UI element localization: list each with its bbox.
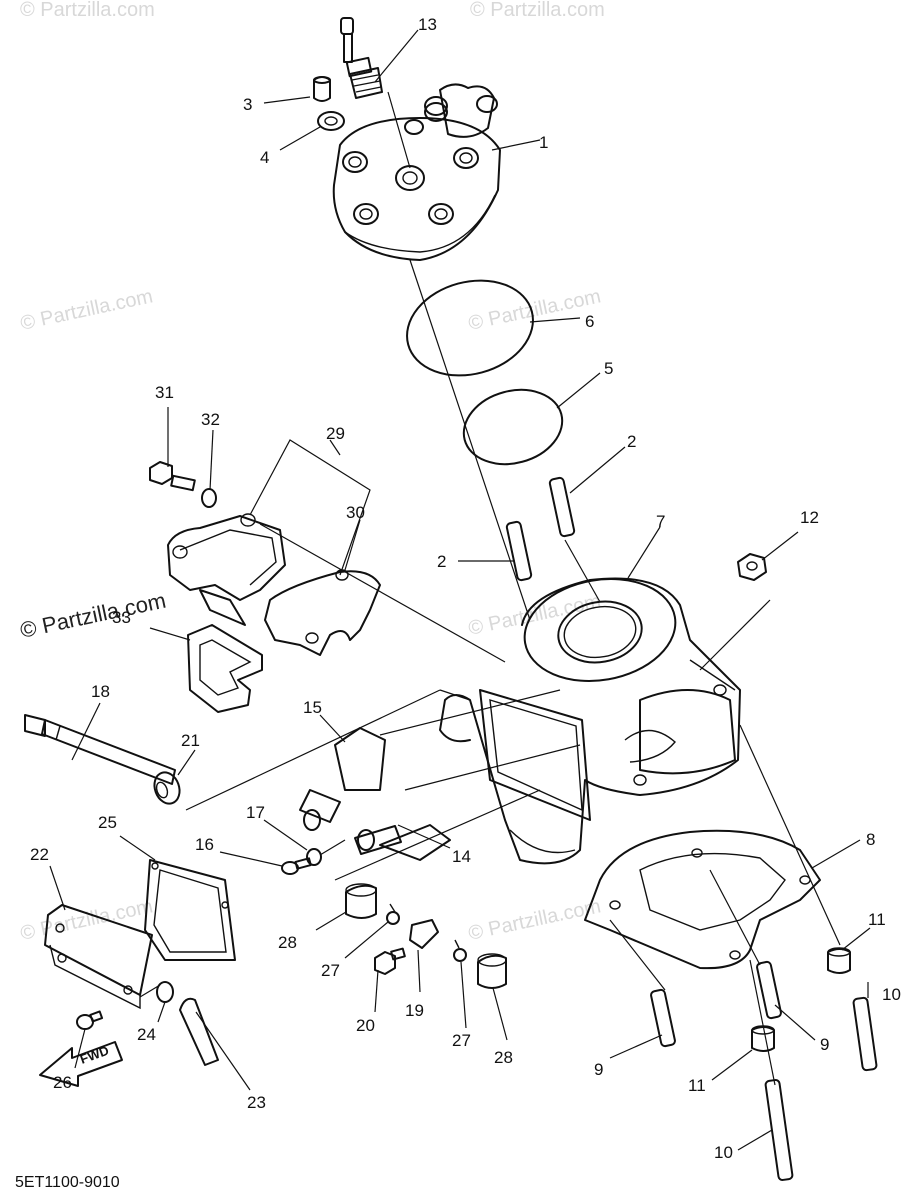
flange-bolt — [374, 947, 406, 975]
callout-14: 14 — [452, 847, 471, 866]
collar — [345, 883, 377, 919]
hose — [179, 997, 219, 1066]
callout-27: 27 — [452, 1031, 471, 1050]
leader-lines — [49, 29, 871, 1151]
callout-9: 9 — [594, 1060, 603, 1079]
exhaust-valve — [299, 727, 386, 831]
cylinder — [439, 577, 741, 865]
callout-15: 15 — [303, 698, 322, 717]
flange-bolt — [149, 461, 196, 492]
exhaust-cover — [167, 513, 286, 626]
exhaust-valve — [354, 824, 451, 861]
washer — [201, 488, 217, 508]
callout-12: 12 — [800, 508, 819, 527]
stud-bolt — [756, 960, 782, 1020]
callout-11: 11 — [688, 1076, 706, 1095]
callout-10: 10 — [714, 1143, 733, 1162]
watermark-text: © Partzilla.com — [466, 590, 602, 640]
screw — [281, 857, 312, 875]
nut — [827, 947, 851, 974]
callout-25: 25 — [98, 813, 117, 832]
callout-28: 28 — [278, 933, 297, 952]
head-o-ring — [406, 279, 534, 377]
callout-23: 23 — [247, 1093, 266, 1112]
stud-bolt — [650, 988, 676, 1048]
callout-26: 26 — [53, 1073, 72, 1092]
callout-28: 28 — [494, 1048, 513, 1067]
watermark-text: © Partzilla.com — [20, 0, 155, 21]
callout-7: 7 — [656, 512, 665, 531]
callout-33: 33 — [112, 608, 131, 627]
base-gasket — [584, 829, 821, 970]
watermark-text: © Partzilla.com — [470, 0, 605, 21]
callout-11: 11 — [868, 910, 886, 929]
callout-3: 3 — [243, 95, 252, 114]
callout-32: 32 — [201, 410, 220, 429]
callout-labels: 1 2 2 3 4 5 6 7 8 9 9 10 10 11 11 12 13 … — [30, 15, 901, 1162]
callout-27: 27 — [321, 961, 340, 980]
seal-bracket — [187, 624, 263, 713]
exhaust-gasket — [264, 569, 381, 656]
stud-bolt — [852, 996, 878, 1072]
valve-cover — [44, 904, 153, 1010]
callout-29: 29 — [326, 424, 345, 443]
callout-6: 6 — [585, 312, 594, 331]
collar — [477, 953, 507, 989]
washer — [317, 111, 345, 131]
bolt-cap — [313, 76, 331, 102]
watermark-text: © Partzilla.com — [466, 895, 602, 945]
callout-1: 1 — [539, 133, 548, 152]
callout-9: 9 — [820, 1035, 829, 1054]
callout-30: 30 — [346, 503, 365, 522]
callout-18: 18 — [91, 682, 110, 701]
diagram-code: 5ET1100-9010 — [15, 1174, 120, 1191]
cylinder-head — [332, 83, 501, 261]
stud-bolt — [548, 476, 576, 538]
callout-24: 24 — [137, 1025, 156, 1044]
callout-22: 22 — [30, 845, 49, 864]
fwd-label: FWD — [78, 1043, 111, 1067]
watermarks: © Partzilla.com © Partzilla.com © Partzi… — [18, 0, 605, 945]
stud-bolt — [764, 1079, 794, 1181]
watermark-text: © Partzilla.com — [466, 285, 602, 335]
callout-8: 8 — [866, 830, 875, 849]
callout-2: 2 — [437, 552, 446, 571]
watermark-text: © Partzilla.com — [18, 285, 154, 335]
callout-13: 13 — [418, 15, 437, 34]
nut — [751, 1025, 775, 1052]
nut — [737, 553, 767, 581]
watermark-text: © Partzilla.com — [18, 895, 154, 945]
callout-2: 2 — [627, 432, 636, 451]
bush — [153, 771, 181, 805]
valve-shaft — [24, 714, 176, 785]
watermark-logo-text: © Partzilla.com — [18, 588, 168, 643]
callout-16: 16 — [195, 835, 214, 854]
cover-gasket — [144, 859, 236, 961]
clip — [386, 903, 400, 925]
callout-31: 31 — [155, 383, 174, 402]
spark-plug — [340, 17, 383, 99]
washer — [306, 848, 322, 866]
lever — [409, 919, 439, 949]
callout-21: 21 — [181, 731, 200, 750]
clip — [453, 939, 467, 962]
callout-20: 20 — [356, 1016, 375, 1035]
callout-4: 4 — [260, 148, 269, 167]
callout-17: 17 — [246, 803, 265, 822]
callout-19: 19 — [405, 1001, 424, 1020]
callout-10: 10 — [882, 985, 901, 1004]
cylinder-o-ring — [462, 388, 564, 466]
stud-bolt — [505, 520, 533, 582]
callout-5: 5 — [604, 359, 613, 378]
screw — [76, 1010, 104, 1030]
